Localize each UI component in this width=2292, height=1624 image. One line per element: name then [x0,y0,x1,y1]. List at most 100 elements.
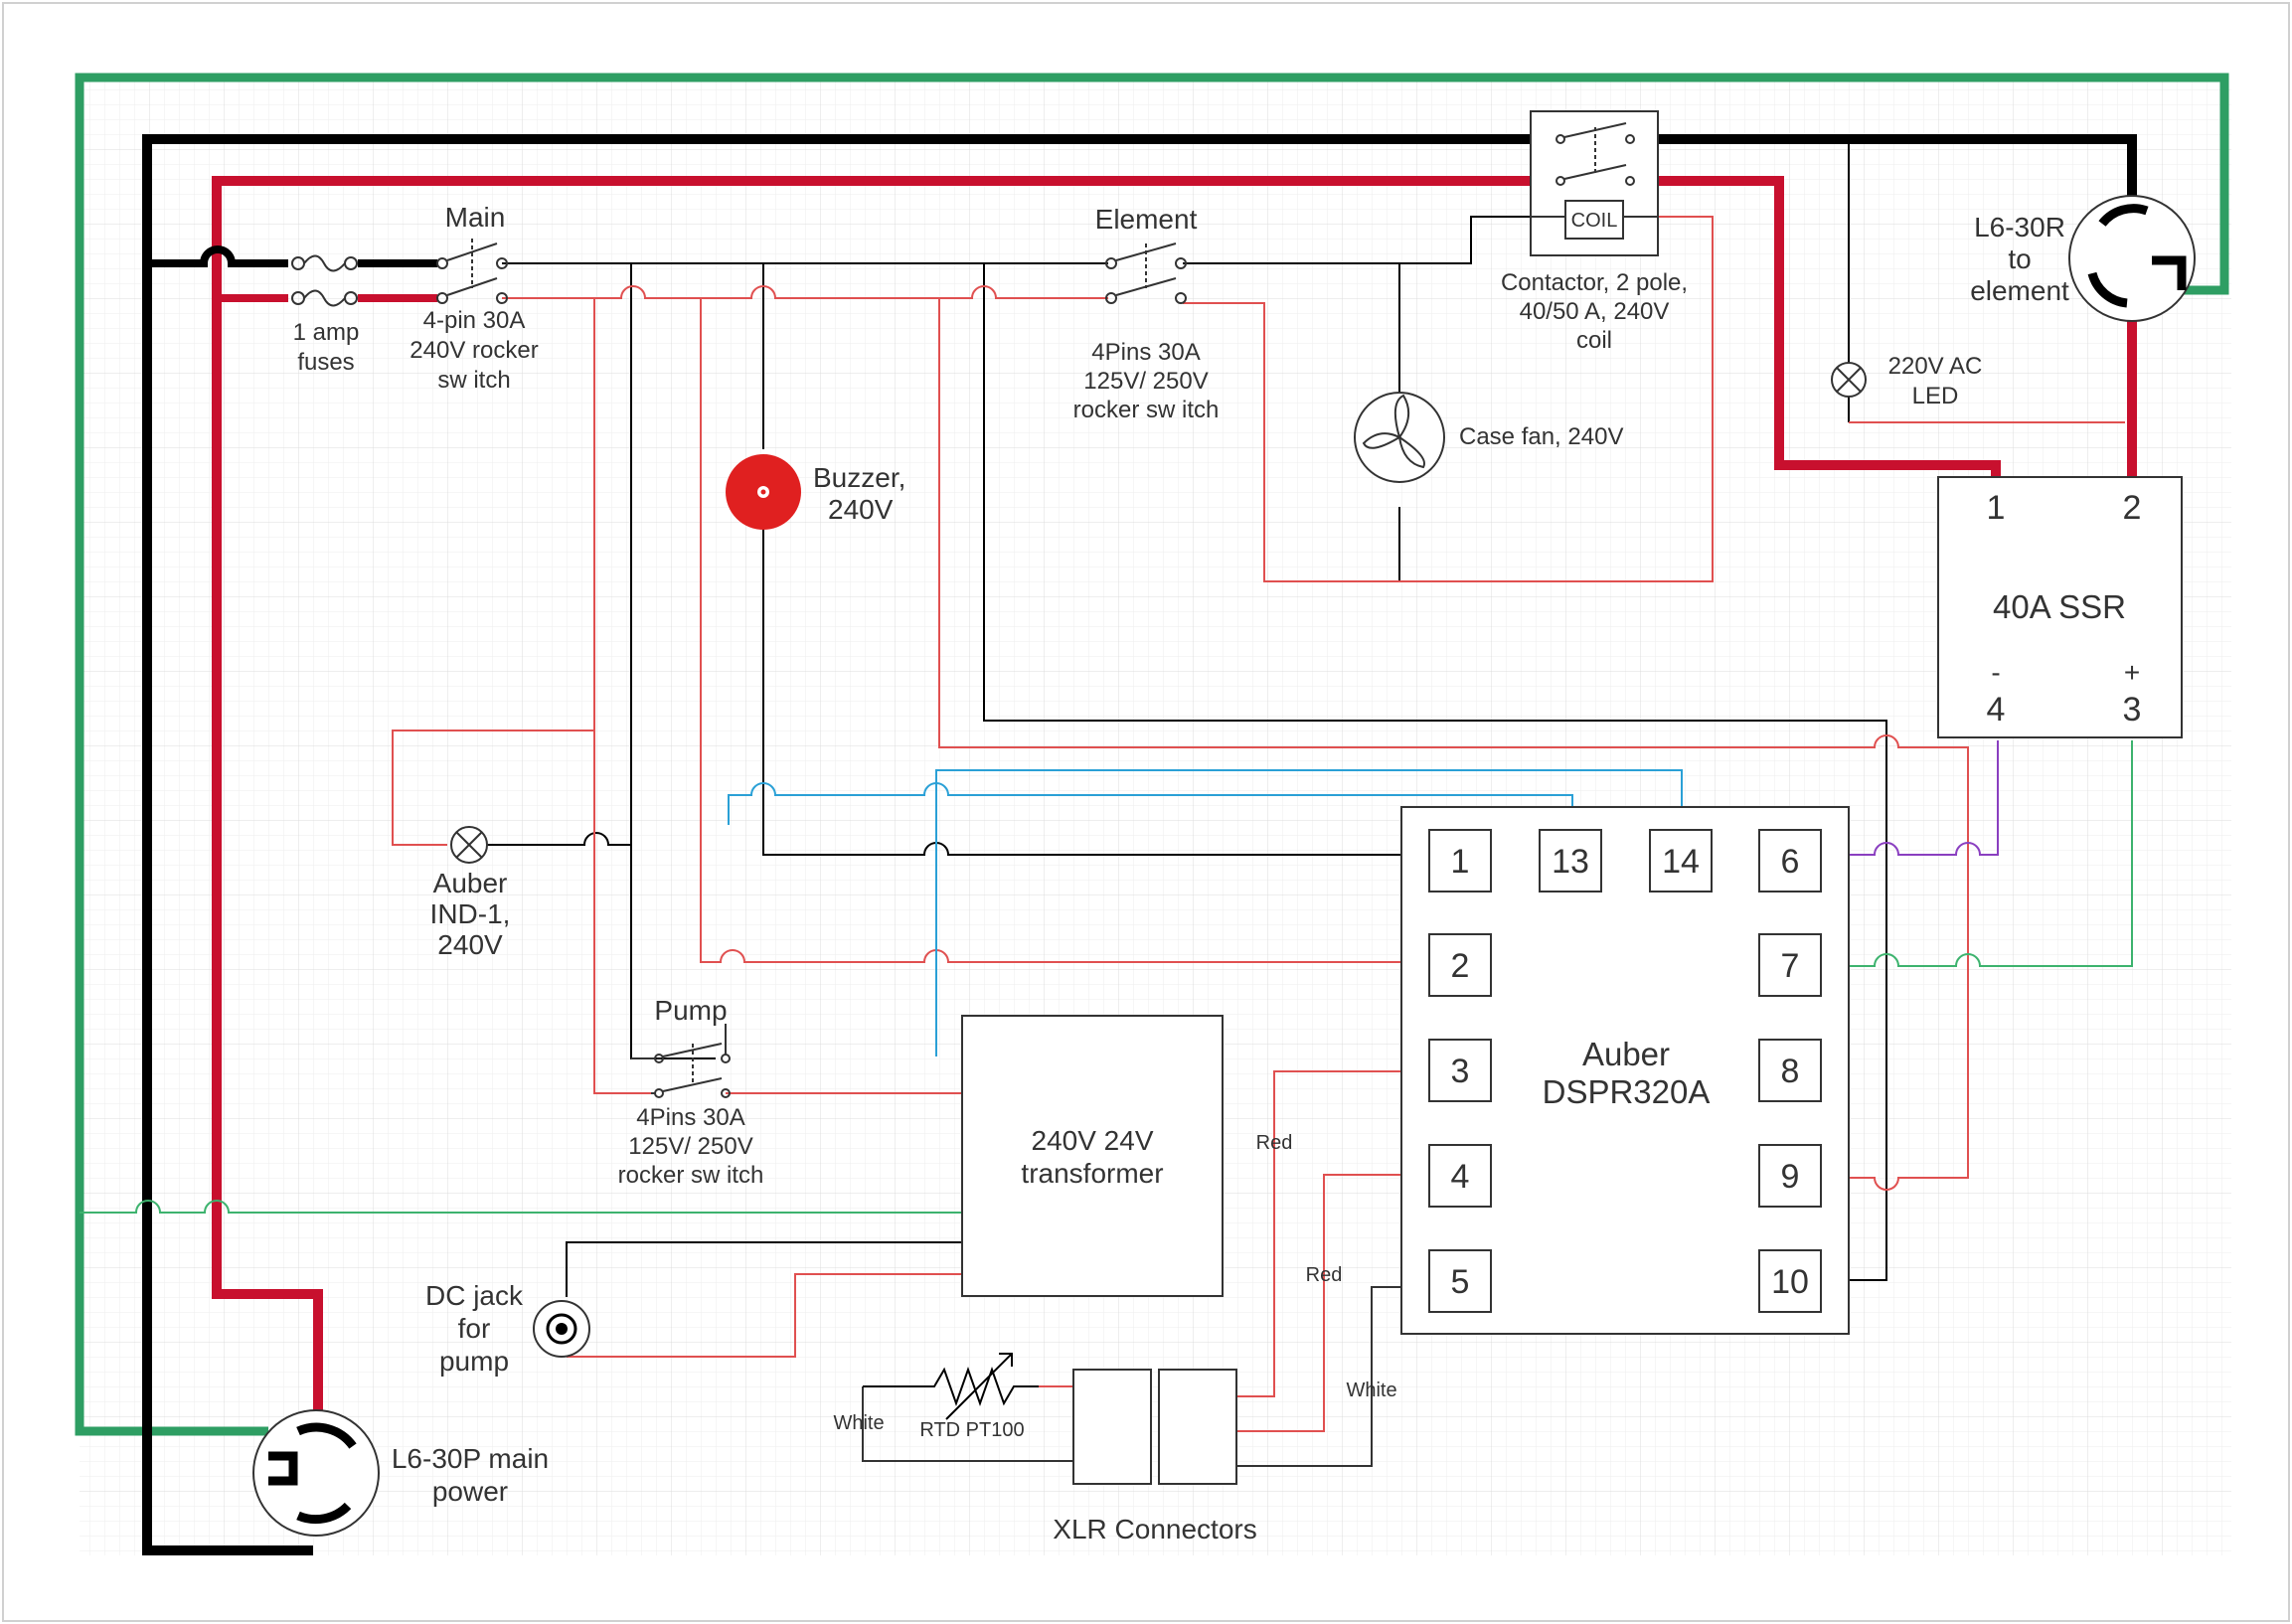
svg-text:IND-1,: IND-1, [430,898,511,929]
rtd-label: RTD PT100 [919,1419,1024,1441]
dspr-pin: 6 [1781,843,1800,881]
red-to-ssr [1658,176,2001,477]
thin-black-wires [487,139,1887,1297]
svg-text:240V: 240V [828,494,894,525]
svg-text:L6-30R: L6-30R [1974,212,2065,243]
xlr-label: XLR Connectors [1053,1514,1256,1544]
black-hot-wire [142,134,2137,1555]
svg-text:240V rocker: 240V rocker [409,337,538,364]
element-switch-label: 4Pins 30A 125V/ 250V rocker sw itch [1073,339,1220,423]
fuse-2 [291,289,358,307]
dspr-title-line1: Auber [1582,1036,1670,1072]
dc-jack-label: DC jack for pump [425,1280,524,1377]
svg-text:4Pins 30A: 4Pins 30A [1091,339,1200,366]
ssr-minus: - [1991,657,2000,688]
wire-label-red-1: Red [1256,1132,1293,1154]
svg-text:125V/ 250V: 125V/ 250V [628,1133,752,1160]
grid-background [80,80,2231,1555]
svg-text:LED: LED [1912,383,1959,409]
wire-label-white-rtd: White [833,1412,884,1434]
contactor-label: Contactor, 2 pole, 40/50 A, 240V coil [1501,269,1688,354]
wire-label-red-2: Red [1306,1264,1343,1286]
transformer: 240V 24V transformer [961,1015,1224,1297]
svg-text:sw itch: sw itch [437,367,510,394]
svg-text:fuses: fuses [297,349,354,376]
svg-text:rocker sw itch: rocker sw itch [618,1162,764,1189]
svg-text:40/50 A, 240V: 40/50 A, 240V [1520,298,1670,325]
svg-text:coil: coil [1576,327,1612,354]
dspr-pin: 7 [1781,947,1800,985]
main-switch[interactable] [436,239,508,304]
dspr-pin: 14 [1662,843,1700,881]
thin-green-wires [80,740,2133,1214]
ssr-title: 40A SSR [1993,588,2126,625]
wire-label-white-2: White [1346,1380,1396,1401]
ssr-pin-2: 2 [2123,489,2142,527]
red-hot-wire [212,176,1536,1416]
dspr-pin: 5 [1451,1263,1470,1301]
svg-text:pump: pump [439,1346,509,1377]
svg-text:125V/ 250V: 125V/ 250V [1083,368,1208,395]
rtd-pt100-icon [863,1353,1039,1420]
svg-text:240V: 240V [437,929,503,960]
thin-blue-wires [728,769,1683,1056]
thin-purple-wire [1849,740,1999,856]
black-branch [147,245,288,267]
case-fan-label: Case fan, 240V [1459,423,1623,450]
svg-text:Contactor, 2 pole,: Contactor, 2 pole, [1501,269,1688,296]
buzzer-icon [726,454,801,530]
svg-text:240V 24V: 240V 24V [1032,1125,1154,1156]
dc-jack-icon [533,1300,590,1358]
svg-text:DC jack: DC jack [425,1280,524,1311]
svg-text:to: to [2008,244,2031,274]
element-switch[interactable] [1105,243,1187,304]
led-220v-label: 220V AC LED [1888,353,1983,409]
svg-text:4Pins 30A: 4Pins 30A [636,1104,744,1131]
coil-label: COIL [1571,210,1618,232]
thin-red-wires [392,216,2125,1432]
main-switch-title: Main [445,202,506,233]
led-220v [1831,362,1867,398]
svg-text:220V AC: 220V AC [1888,353,1983,380]
ssr-40a: 1 2 40A SSR - + 4 3 [1937,476,2183,738]
svg-text:transformer: transformer [1021,1158,1163,1189]
dspr-pin: 8 [1781,1053,1800,1090]
ground-wire [75,73,2229,1436]
white-wires [862,1286,1401,1467]
ssr-pin-3: 3 [2123,691,2142,729]
svg-text:rocker sw itch: rocker sw itch [1073,397,1220,423]
svg-text:power: power [432,1476,508,1507]
auber-ind-label: Auber IND-1, 240V [430,868,511,960]
l6-30p-label: L6-30P main power [392,1443,549,1507]
ssr-pin-1: 1 [1987,489,2006,527]
ssr-pin-4: 4 [1987,691,2006,729]
svg-text:Buzzer,: Buzzer, [813,462,905,493]
dspr-pin: 4 [1451,1158,1470,1196]
svg-text:4-pin 30A: 4-pin 30A [423,307,526,334]
dspr-pin: 2 [1451,947,1470,985]
dspr-pin: 9 [1781,1158,1800,1196]
case-fan-icon [1354,392,1445,483]
buzzer-label: Buzzer, 240V [813,462,905,525]
fuses-label: 1 amp fuses [293,319,360,376]
dspr-pin: 3 [1451,1053,1470,1090]
svg-text:for: for [458,1313,491,1344]
pump-switch-label: 4Pins 30A 125V/ 250V rocker sw itch [618,1104,764,1189]
svg-text:element: element [1970,275,2069,306]
fuse-1 [291,254,358,272]
pump-switch[interactable] [631,1024,731,1098]
pump-switch-title: Pump [654,995,727,1026]
element-switch-title: Element [1095,204,1198,235]
contactor: COIL [1530,110,1659,256]
l6-30p-plug [252,1409,380,1537]
dspr-pin: 1 [1451,843,1470,881]
main-switch-label: 4-pin 30A 240V rocker sw itch [409,307,538,394]
dspr-title-line2: DSPR320A [1543,1073,1711,1110]
svg-text:Auber: Auber [433,868,508,898]
dspr-pin: 13 [1552,843,1589,881]
xlr-connectors [1072,1369,1237,1485]
dspr320a-controller: Auber DSPR320A 1 13 14 6 2 7 3 8 4 9 [1400,806,1850,1335]
l6-30r-label: L6-30R to element [1970,212,2069,306]
l6-30r-receptacle [2068,195,2196,322]
